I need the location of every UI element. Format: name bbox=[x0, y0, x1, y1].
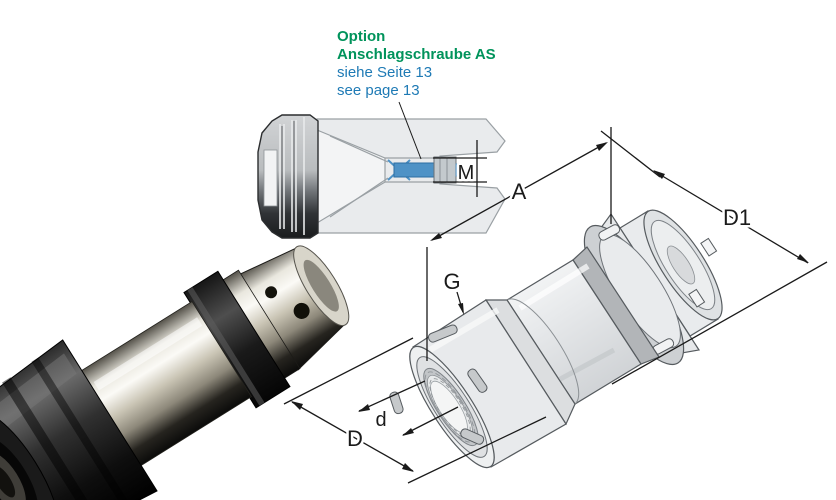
callout-reference-en: see page 13 bbox=[337, 82, 420, 99]
dimension-label-G: G bbox=[443, 269, 460, 294]
callout-subtitle: Anschlagschraube AS bbox=[337, 46, 496, 63]
callout-title: Option bbox=[337, 28, 386, 45]
dimension-A-line bbox=[431, 142, 607, 241]
dimension-annotations: M A D1 G d D bbox=[283, 101, 828, 484]
callout-reference-de: siehe Seite 13 bbox=[337, 64, 433, 81]
stop-screw-section bbox=[257, 114, 506, 239]
dimension-label-D: D bbox=[347, 426, 363, 451]
collet-chuck-line-drawing bbox=[389, 209, 723, 469]
dimension-A-extension-lines bbox=[426, 127, 612, 361]
collet-chuck-photo bbox=[0, 245, 350, 500]
dimension-D1-extension-lines bbox=[600, 130, 828, 385]
dimension-label-d: d bbox=[375, 409, 386, 431]
dimension-D1-line bbox=[653, 170, 809, 264]
dimension-M-lines bbox=[433, 140, 487, 197]
dimension-D-extension-lines bbox=[283, 337, 547, 484]
callout-leader-line bbox=[398, 101, 422, 160]
dimension-label-M: M bbox=[458, 162, 475, 184]
dimension-label-D1: D1 bbox=[723, 205, 751, 230]
dimension-label-A: A bbox=[512, 179, 527, 204]
option-callout: Option Anschlagschraube AS siehe Seite 1… bbox=[337, 28, 496, 100]
dimension-D-line bbox=[291, 401, 414, 472]
